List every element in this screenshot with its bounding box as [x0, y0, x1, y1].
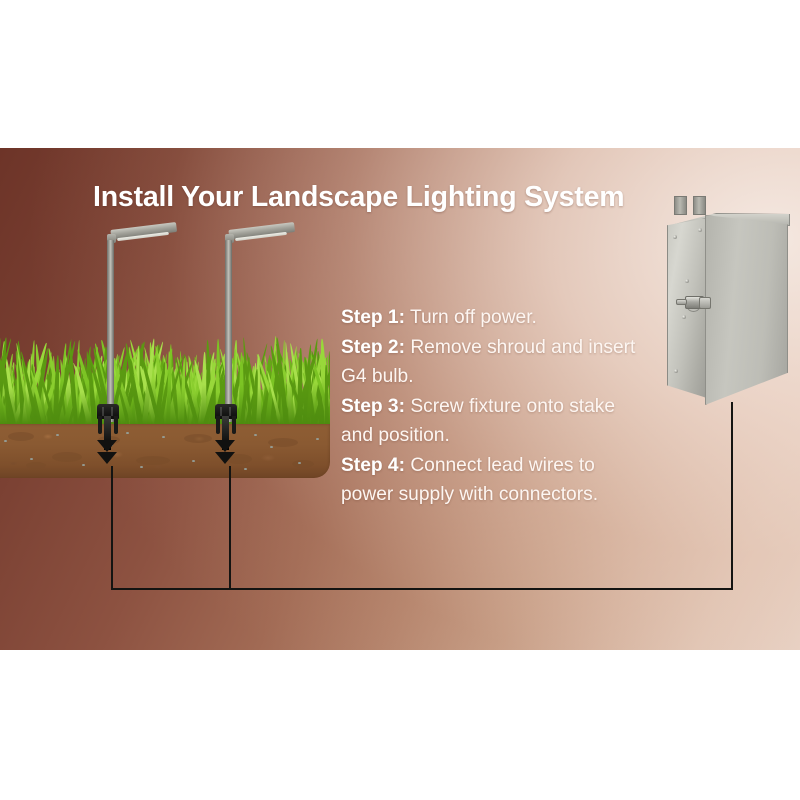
stake-insertion-arrow-left: [97, 416, 119, 468]
stake-grip-right: [215, 404, 237, 419]
step-item-4: Step 4: Connect lead wires to power supp…: [341, 451, 641, 510]
step-text-2: Remove shroud and insert G4 bulb.: [341, 336, 636, 388]
step-item-2: Step 2: Remove shroud and insert G4 bulb…: [341, 333, 641, 392]
step-text-4: Connect lead wires to power supply with …: [341, 454, 599, 506]
wire-from-left-stake: [111, 466, 113, 590]
path-light-fixture-right: [222, 221, 302, 428]
wire-from-power-supply: [731, 402, 733, 590]
step-text-3: Screw fixture onto stake and position.: [341, 395, 616, 447]
grass-layer: [0, 330, 330, 424]
enclosure-latch-arm: [699, 297, 711, 309]
step-text-1: Turn off power.: [404, 307, 537, 328]
power-supply-enclosure: [655, 196, 790, 446]
step-item-1: Step 1: Turn off power.: [341, 303, 641, 333]
enclosure-front-panel: [705, 215, 788, 405]
step-label-2: Step 2:: [341, 336, 405, 358]
installation-diagram: Install Your Landscape Lighting System S…: [0, 148, 800, 650]
step-item-3: Step 3: Screw fixture onto stake and pos…: [341, 392, 641, 451]
enclosure-latch-hook: [676, 299, 687, 305]
path-light-fixture-left: [104, 221, 184, 428]
stake-grip-left: [97, 404, 119, 419]
lawn-cross-section: [0, 330, 330, 478]
step-label-4: Step 4:: [341, 454, 405, 476]
installation-steps: Step 1: Turn off power. Step 2: Remove s…: [341, 303, 641, 510]
page-title: Install Your Landscape Lighting System: [93, 181, 625, 213]
soil-layer: [0, 422, 330, 478]
mounting-tab-left: [674, 196, 687, 215]
mounting-tab-right: [693, 196, 706, 215]
wire-from-right-stake: [229, 466, 231, 590]
step-label-1: Step 1:: [341, 307, 405, 328]
stake-insertion-arrow-right: [215, 416, 237, 468]
step-label-3: Step 3:: [341, 395, 405, 417]
wire-main-run: [111, 588, 733, 590]
